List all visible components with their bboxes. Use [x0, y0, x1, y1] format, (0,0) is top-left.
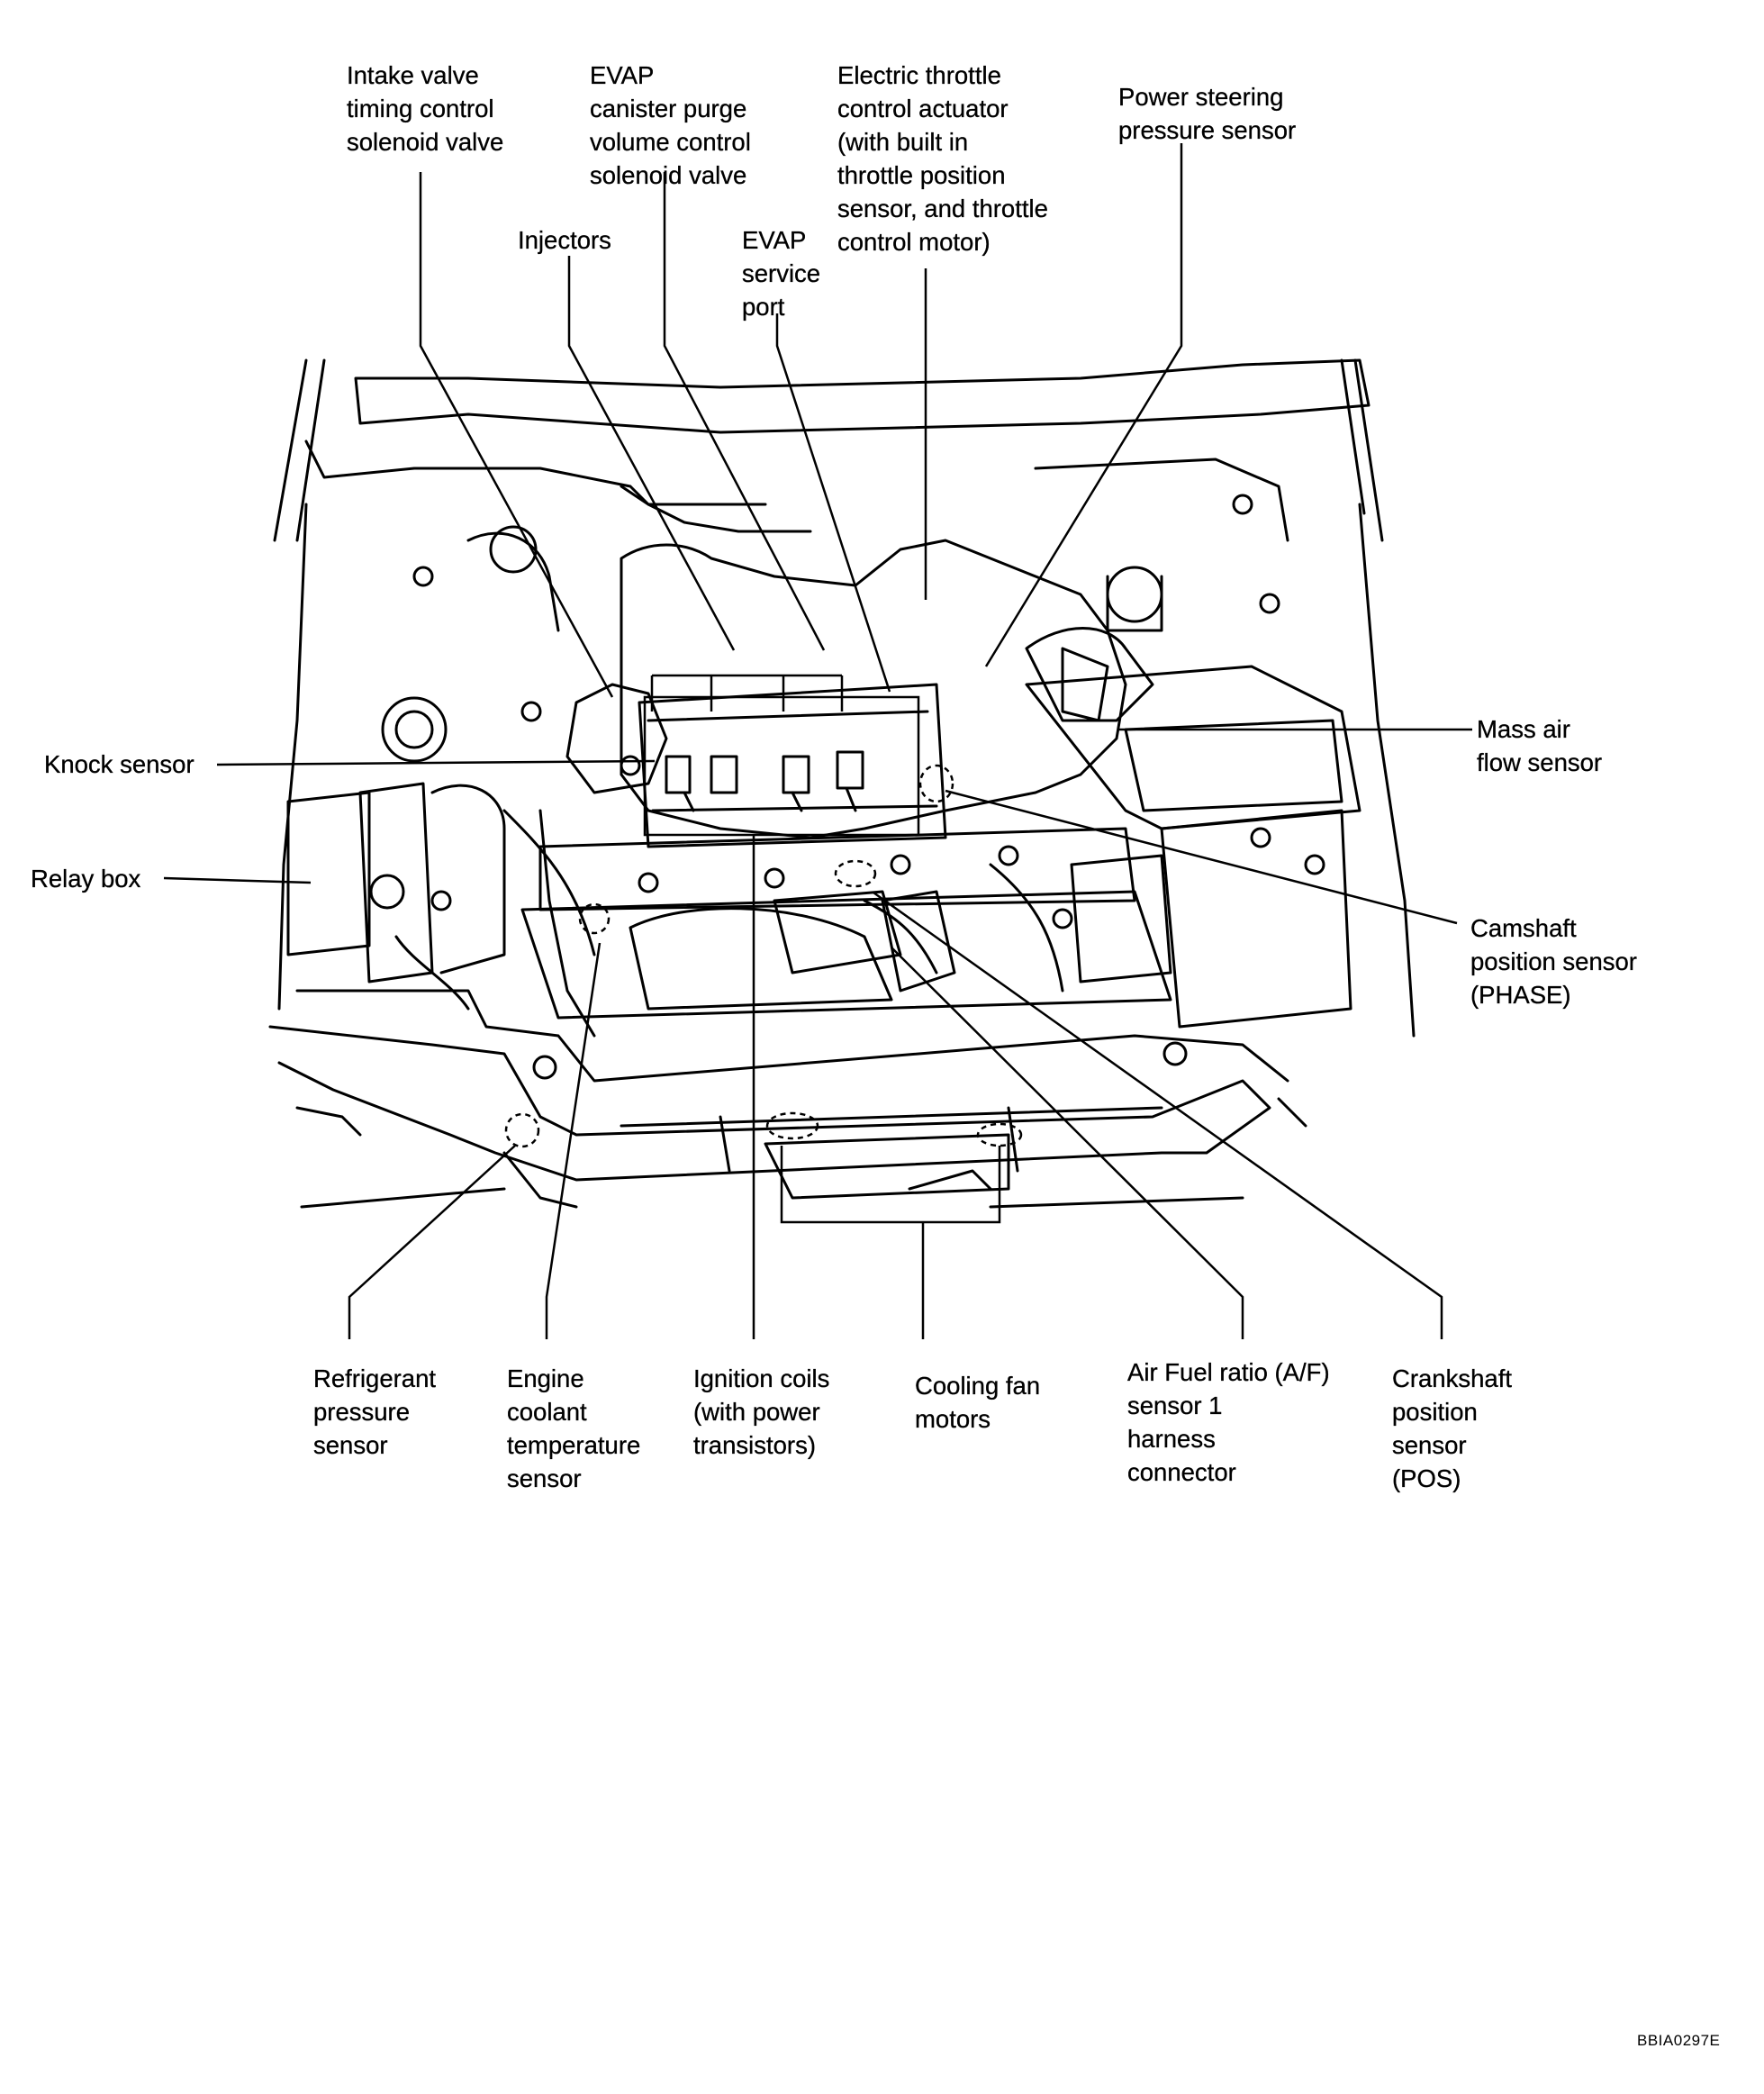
label-evap-service: EVAP service port: [742, 226, 821, 321]
leader-coolant-temp: [545, 942, 602, 1339]
ignition-coil-bracket: [643, 695, 920, 837]
label-knock-sensor: Knock sensor: [44, 750, 194, 778]
connector-markers: [504, 764, 1023, 1148]
label-crankshaft: Crankshaft position sensor (POS): [1392, 1364, 1512, 1492]
leader-injectors: [567, 256, 736, 651]
figure-reference-code: BBIA0297E: [1637, 2032, 1721, 2049]
label-refrigerant: Refrigerant pressure sensor: [313, 1364, 437, 1459]
label-mass-air-flow: Mass air flow sensor: [1477, 715, 1603, 776]
leader-relay-box: [163, 876, 312, 884]
leader-camshaft: [945, 789, 1458, 925]
label-throttle-actuator: Electric throttle control actuator (with…: [837, 61, 1048, 256]
label-injectors: Injectors: [518, 226, 611, 254]
label-power-steering: Power steering pressure sensor: [1118, 83, 1297, 144]
cooling-fan-bracket: [780, 1146, 1001, 1224]
label-intake-valve: Intake valve timing control solenoid val…: [347, 61, 504, 156]
label-af-sensor: Air Fuel ratio (A/F) sensor 1 harness co…: [1127, 1358, 1330, 1486]
label-relay-box: Relay box: [31, 865, 141, 893]
label-cooling-fan: Cooling fan motors: [915, 1372, 1041, 1433]
leader-intake-valve: [419, 172, 614, 698]
leader-lines: [163, 143, 1472, 1339]
leader-refrigerant: [348, 1145, 516, 1339]
leader-af-sensor: [891, 947, 1244, 1339]
injector-bracket: [650, 674, 844, 712]
leader-evap-service: [775, 313, 891, 693]
leader-evap-purge: [663, 172, 826, 651]
leader-crankshaft: [873, 891, 1443, 1339]
engine-drawing: [268, 358, 1416, 1209]
label-ignition-coils: Ignition coils (with power transistors): [693, 1364, 830, 1459]
label-camshaft: Camshaft position sensor (PHASE): [1470, 914, 1637, 1009]
label-evap-purge: EVAP canister purge volume control solen…: [590, 61, 751, 189]
leader-power-steering: [984, 143, 1183, 667]
leader-knock-sensor: [216, 759, 656, 766]
label-coolant-temp: Engine coolant temperature sensor: [507, 1364, 641, 1492]
